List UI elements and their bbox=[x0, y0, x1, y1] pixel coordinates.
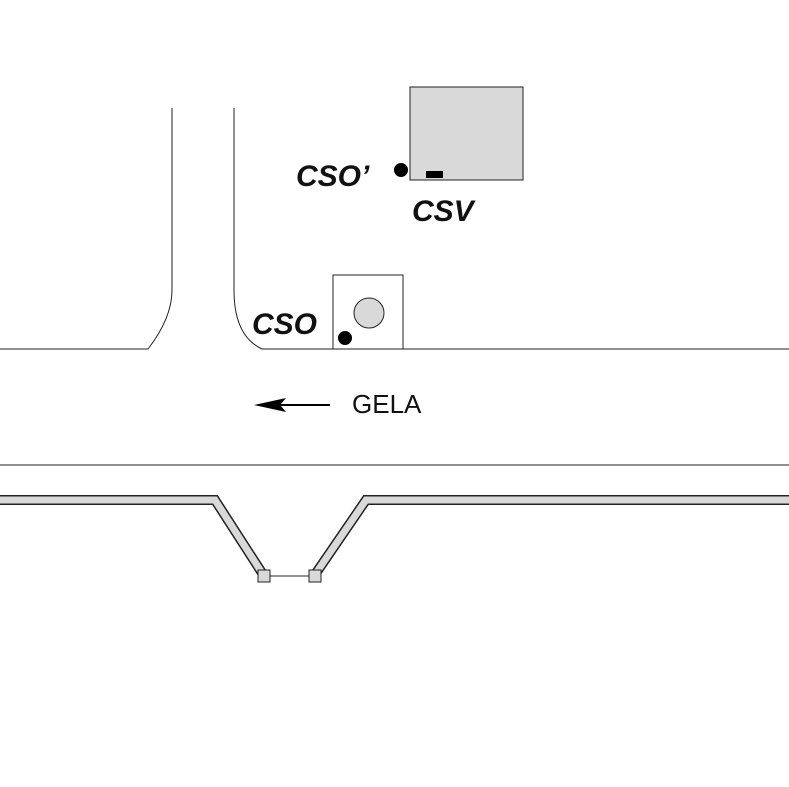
cso-prime-label: CSO’ bbox=[296, 160, 370, 193]
csv-label: CSV bbox=[412, 195, 477, 228]
cross-section-profile bbox=[0, 495, 789, 583]
direction-label: GELA bbox=[352, 389, 422, 419]
side-street-left-edge bbox=[0, 108, 173, 350]
profile-band-outer bbox=[0, 495, 789, 579]
building-large bbox=[409, 86, 524, 181]
cso-label: CSO bbox=[252, 308, 317, 341]
channel-right-post bbox=[308, 569, 322, 583]
cso-prime-marker bbox=[394, 163, 408, 177]
tank-circle bbox=[353, 297, 385, 329]
side-street-right-edge bbox=[233, 108, 789, 350]
csv-sensor-marker bbox=[426, 171, 443, 178]
channel-left-post bbox=[257, 569, 271, 583]
side-street bbox=[0, 108, 789, 350]
arrow-left-icon bbox=[254, 398, 330, 412]
cso-marker bbox=[338, 331, 352, 345]
profile-band-inner bbox=[0, 496, 789, 578]
